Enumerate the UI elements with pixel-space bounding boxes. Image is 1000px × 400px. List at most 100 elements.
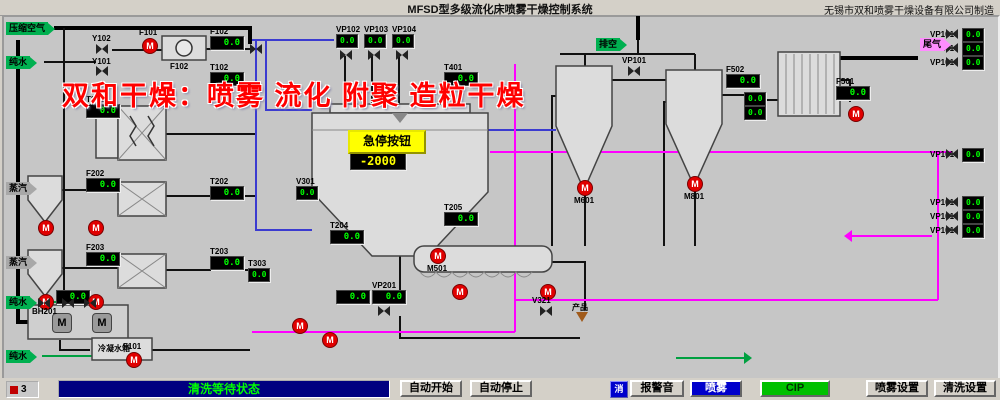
- valve-icon[interactable]: [96, 66, 108, 76]
- value-display: 0.0: [210, 72, 244, 86]
- bottom-toolbar: 3 清洗等待状态 自动开始 自动停止 消 报警音 喷雾 CIP 喷雾设置 清洗设…: [0, 378, 1000, 400]
- value-display: 0.0: [744, 106, 767, 120]
- value-display: 0.0: [962, 56, 985, 70]
- flow-label: 压缩空气: [6, 22, 56, 35]
- pump-icon[interactable]: M: [452, 284, 468, 300]
- valve-icon[interactable]: [946, 29, 958, 39]
- valve-icon[interactable]: [96, 44, 108, 54]
- valve-icon[interactable]: [946, 211, 958, 221]
- value-display: 0.0: [210, 36, 244, 50]
- valve-icon[interactable]: [946, 225, 958, 235]
- cip-arrow-icon: [844, 230, 852, 242]
- diagram-text: VP101: [622, 56, 647, 65]
- value-display: 0.0: [962, 28, 985, 42]
- flow-arrow-icon: [30, 56, 38, 69]
- equipment-tag: VP101: [930, 198, 955, 207]
- value-display: 0.0: [86, 252, 120, 266]
- flow-label: 纯水: [6, 350, 38, 363]
- value-display: 0.0: [296, 186, 319, 200]
- pump-icon[interactable]: M: [577, 180, 593, 196]
- flow-label-text: 蒸汽: [6, 182, 31, 195]
- valve-icon[interactable]: [378, 306, 390, 316]
- flow-arrow-icon: [48, 22, 56, 35]
- pump-icon[interactable]: M: [88, 220, 104, 236]
- valve-icon[interactable]: [84, 298, 96, 308]
- page-title: MFSD型多级流化床喷雾干燥控制系统: [407, 4, 593, 16]
- pump-icon[interactable]: M: [142, 38, 158, 54]
- equipment-tag: VP104: [392, 25, 417, 34]
- pump-icon[interactable]: M: [92, 313, 112, 333]
- diagram-text: BH201: [32, 307, 57, 316]
- value-display: 0.0: [210, 186, 244, 200]
- pump-icon[interactable]: M: [687, 176, 703, 192]
- equipment-tag: T202: [210, 177, 229, 186]
- mute-alarm-icon[interactable]: 消: [610, 381, 628, 398]
- value-display: 0.0: [330, 230, 364, 244]
- valve-icon[interactable]: [946, 149, 958, 159]
- valve-icon[interactable]: [628, 66, 640, 76]
- diagram-text: V321: [532, 296, 551, 305]
- pump-icon[interactable]: M: [430, 248, 446, 264]
- equipment-tag: VP103: [364, 25, 389, 34]
- flow-label-text: 尾气: [920, 38, 945, 51]
- value-display: 0.0: [86, 104, 120, 118]
- value-display: 0.0: [248, 268, 271, 282]
- pump-icon[interactable]: M: [848, 106, 864, 122]
- auto-stop-button[interactable]: 自动停止: [470, 380, 532, 397]
- value-display: 0.0: [210, 256, 244, 270]
- value-display: 0.0: [336, 34, 359, 48]
- flow-label-text: 纯水: [6, 56, 31, 69]
- emergency-stop-button[interactable]: 急停按钮: [348, 130, 426, 154]
- equipment-tag: T204: [330, 221, 349, 230]
- alarm-sound-button[interactable]: 报警音: [630, 380, 684, 397]
- cip-mode-button[interactable]: CIP: [760, 380, 830, 397]
- pump-icon[interactable]: M: [292, 318, 308, 334]
- flow-arrow-icon: [620, 38, 628, 51]
- equipment-tag: M601: [574, 196, 595, 205]
- flow-label-text: 纯水: [6, 296, 31, 309]
- valve-icon[interactable]: [396, 50, 408, 60]
- value-display: 0.0: [444, 212, 478, 226]
- value-display: 0.0: [962, 210, 985, 224]
- valve-icon[interactable]: [540, 306, 552, 316]
- equipment-tag: VP101: [930, 150, 955, 159]
- flow-arrow-icon: [30, 256, 38, 269]
- valve-icon[interactable]: [250, 44, 262, 54]
- equipment-tag: M801: [684, 192, 705, 201]
- valve-icon[interactable]: [38, 298, 50, 308]
- diagram-text: 冷凝水箱: [98, 344, 130, 353]
- equipment-tag: V301: [296, 177, 315, 186]
- valve-icon[interactable]: [946, 197, 958, 207]
- pump-icon[interactable]: M: [126, 352, 142, 368]
- manufacturer-label: 无锡市双和喷雾干燥设备有限公司制造: [824, 6, 994, 17]
- equipment-tag: T203: [210, 247, 229, 256]
- spray-settings-button[interactable]: 喷雾设置: [866, 380, 928, 397]
- flow-arrow-icon: [944, 38, 952, 51]
- valve-icon[interactable]: [340, 50, 352, 60]
- value-display: 0.0: [962, 224, 985, 238]
- equipment-tag: F202: [86, 169, 105, 178]
- page-indicator[interactable]: 3: [6, 381, 39, 398]
- auto-start-button[interactable]: 自动开始: [400, 380, 462, 397]
- spray-mode-button[interactable]: 喷雾: [690, 380, 742, 397]
- valve-icon[interactable]: [946, 57, 958, 67]
- diagram-text: 产品: [572, 303, 588, 312]
- clean-settings-button[interactable]: 清洗设置: [934, 380, 996, 397]
- status-bar: 清洗等待状态: [58, 380, 390, 398]
- flow-arrow-icon: [30, 350, 38, 363]
- pump-icon[interactable]: M: [38, 220, 54, 236]
- value-display: 0.0: [962, 148, 985, 162]
- pump-icon[interactable]: M: [52, 313, 72, 333]
- equipment-tag: F203: [86, 243, 105, 252]
- valve-icon[interactable]: [368, 50, 380, 60]
- flow-label-text: 蒸汽: [6, 256, 31, 269]
- equipment-tag: F102: [210, 27, 229, 36]
- valve-icon[interactable]: [62, 298, 74, 308]
- watermark-brand: 双和干燥：: [62, 81, 207, 111]
- flow-label-text: 排空: [596, 38, 621, 51]
- flow-label: 蒸汽: [6, 182, 38, 195]
- pump-icon[interactable]: M: [540, 284, 556, 300]
- pump-icon[interactable]: M: [322, 332, 338, 348]
- equipment-tag: M501: [427, 264, 448, 273]
